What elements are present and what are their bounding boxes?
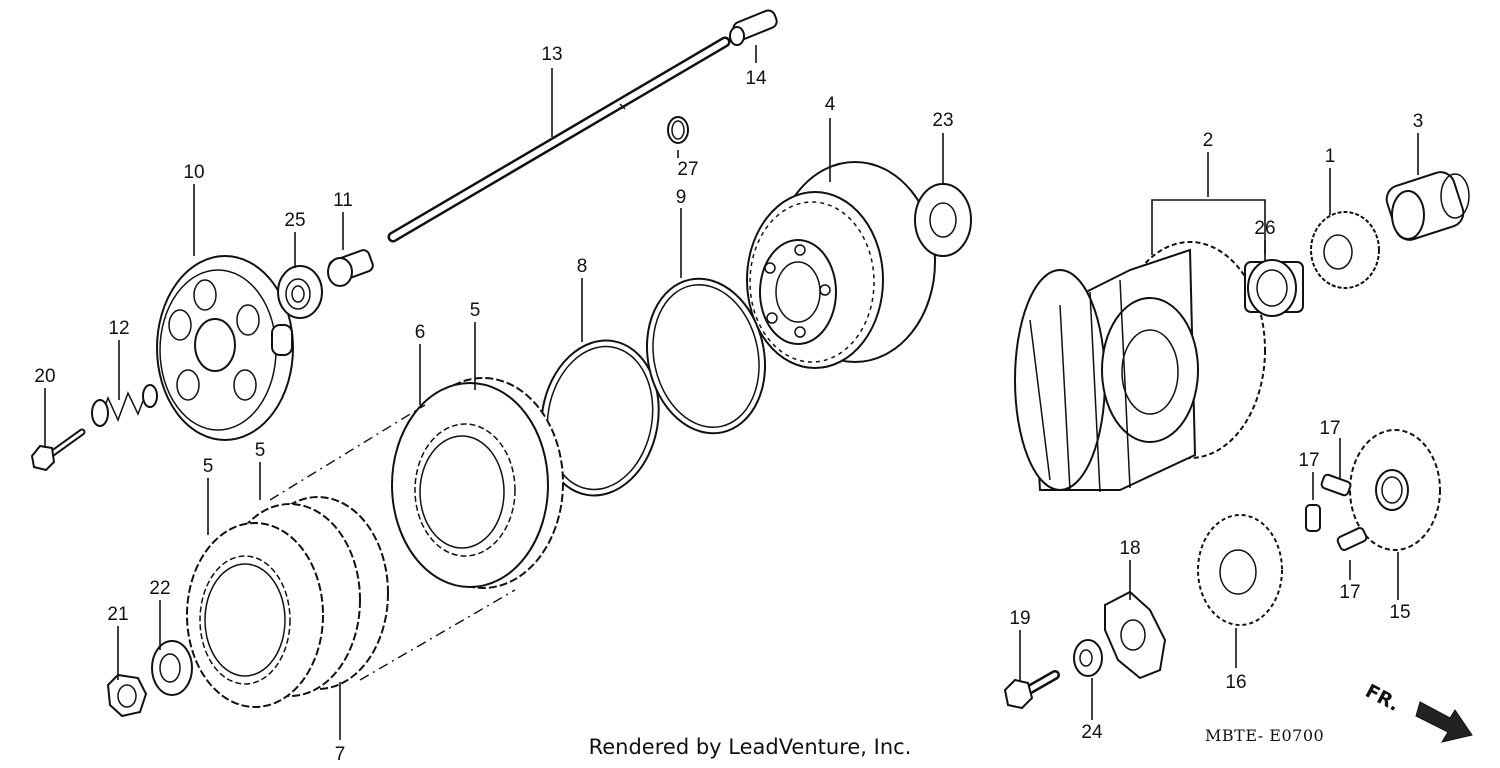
part-14-pin[interactable]	[729, 8, 779, 46]
callout-17: 17	[1339, 582, 1360, 603]
callout-20: 20	[34, 366, 55, 387]
part-13-pushrod[interactable]	[387, 36, 731, 243]
part-11-lifter[interactable]	[327, 248, 375, 287]
callout-7: 7	[335, 744, 346, 765]
part-9-ring[interactable]	[633, 268, 779, 445]
part-26-needle-bearing[interactable]	[1244, 259, 1304, 317]
callout-19: 19	[1009, 608, 1030, 629]
callout-5: 5	[470, 300, 481, 321]
callout-labels: 13 14 4 23 27 9 8 5 6 10 11 25 12 20 2 2…	[34, 44, 1423, 765]
callout-5: 5	[255, 440, 266, 461]
part-16-sprocket[interactable]	[1197, 514, 1283, 626]
part-5-7-plate-stack[interactable]	[186, 496, 389, 708]
callout-18: 18	[1119, 538, 1140, 559]
callout-22: 22	[149, 578, 170, 599]
callout-23: 23	[932, 110, 953, 131]
callout-21: 21	[107, 604, 128, 625]
part-3-collar[interactable]	[1383, 169, 1470, 244]
callout-5: 5	[203, 456, 214, 477]
part-20-bolt[interactable]	[30, 428, 86, 472]
part-24-washer[interactable]	[1073, 639, 1103, 677]
part-25-bearing[interactable]	[277, 265, 323, 319]
part-19-bolt[interactable]	[1003, 670, 1060, 710]
part-10-pressure-plate[interactable]	[156, 255, 294, 441]
callout-4: 4	[825, 94, 836, 115]
callout-2: 2	[1203, 130, 1214, 151]
guide-line	[359, 589, 516, 681]
callout-17: 17	[1298, 450, 1319, 471]
part-22-washer[interactable]	[151, 640, 193, 696]
guide-line	[269, 404, 426, 501]
part-21-nut[interactable]	[106, 673, 148, 718]
part-15-gear[interactable]	[1349, 429, 1441, 551]
callout-8: 8	[577, 256, 588, 277]
part-1-gear[interactable]	[1310, 211, 1380, 289]
part-2-clutch-outer[interactable]	[1014, 241, 1266, 493]
callout-12: 12	[108, 318, 129, 339]
callout-17: 17	[1319, 418, 1340, 439]
callout-24: 24	[1081, 722, 1103, 743]
callout-25: 25	[284, 210, 305, 231]
callout-1: 1	[1325, 146, 1336, 167]
callout-10: 10	[183, 162, 204, 183]
diagram-code: MBTE- E0700	[1205, 726, 1325, 745]
callout-13: 13	[541, 44, 562, 65]
part-23-washer[interactable]	[914, 183, 972, 257]
callout-9: 9	[676, 187, 687, 208]
callout-16: 16	[1225, 672, 1246, 693]
part-4-clutch-center[interactable]	[746, 161, 936, 369]
part-12-spring[interactable]	[91, 384, 158, 427]
leader-lines	[44, 45, 1419, 740]
front-direction-arrow	[1415, 701, 1473, 743]
callout-15: 15	[1389, 602, 1410, 623]
callout-6: 6	[415, 322, 426, 343]
part-27-ring[interactable]	[667, 116, 689, 144]
part-18-plate[interactable]	[1104, 590, 1167, 680]
part-6-5-plate-stack[interactable]	[391, 377, 564, 589]
callout-3: 3	[1413, 111, 1424, 132]
callout-26: 26	[1254, 218, 1275, 239]
callout-27: 27	[677, 159, 698, 180]
part-17-springs[interactable]	[1305, 473, 1368, 552]
callout-14: 14	[745, 68, 767, 89]
credit-text: Rendered by LeadVenture, Inc.	[588, 735, 912, 759]
callout-11: 11	[333, 190, 353, 211]
part-8-ring[interactable]	[529, 331, 670, 505]
